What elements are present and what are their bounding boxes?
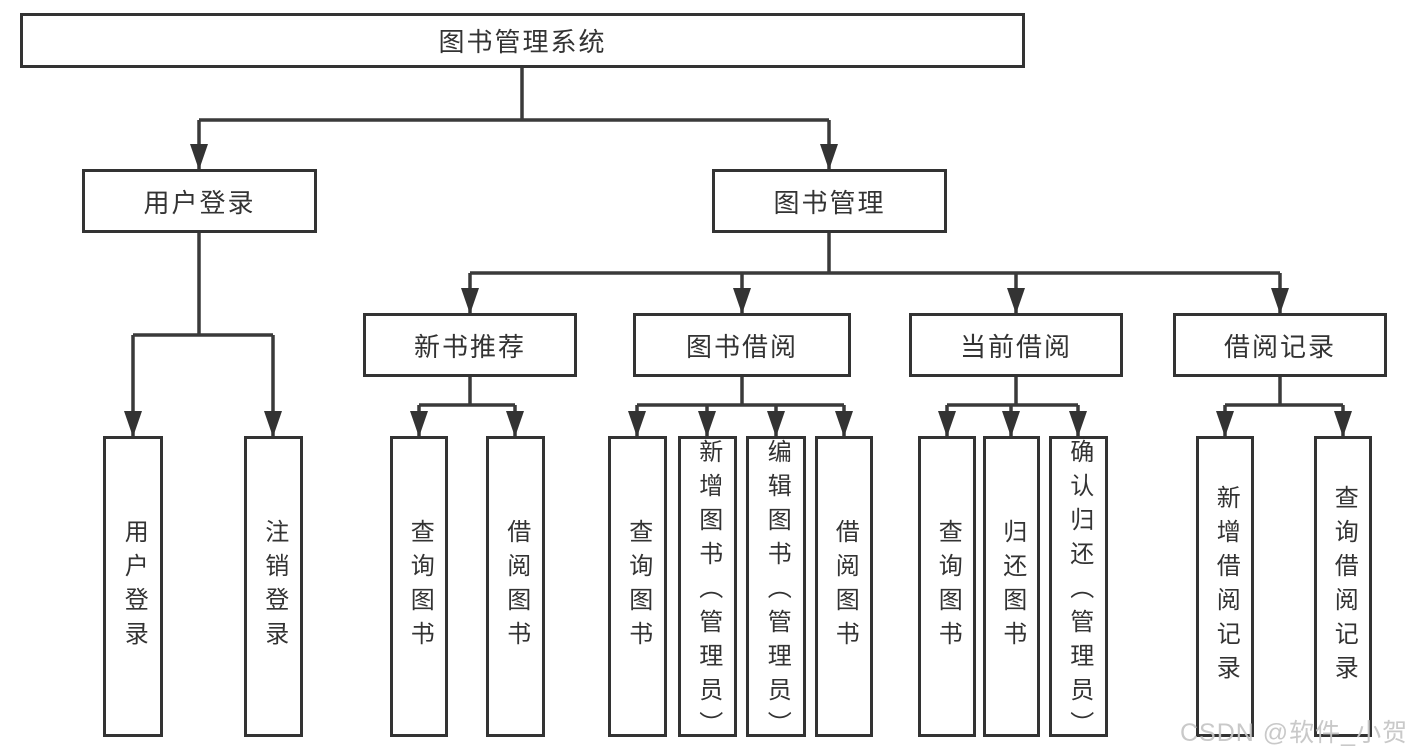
connector-newbook-children [417, 377, 517, 437]
arrow-down-icon [264, 411, 282, 437]
arrow-down-icon [1007, 288, 1025, 314]
node-label: 新书推荐 [413, 331, 526, 362]
connector-lines [131, 68, 1345, 437]
leaf-label: 确认归还（管理员） [1065, 439, 1093, 745]
arrow-down-icon [410, 411, 428, 437]
leaf-label: 归还图书 [998, 518, 1026, 655]
leaf-label: 借阅图书 [831, 518, 859, 655]
node-label: 当前借阅 [959, 331, 1072, 362]
arrow-down-icon [820, 144, 838, 170]
leaf-label: 查询图书 [934, 518, 962, 655]
arrow-down-icon [698, 411, 716, 437]
leaf-query-borrow-record: 查询借阅记录 [1314, 436, 1372, 737]
node-library-management-system: 图书管理系统 [20, 13, 1025, 68]
node-label: 借阅记录 [1223, 331, 1336, 362]
leaf-edit-book-admin: 编辑图书（管理员） [746, 436, 806, 745]
arrow-down-icon [1002, 411, 1020, 437]
leaf-label: 查询借阅记录 [1330, 484, 1358, 689]
node-label: 用户登录 [143, 187, 256, 218]
leaf-add-book-admin: 新增图书（管理员） [678, 436, 737, 745]
leaf-logout: 注销登录 [244, 436, 303, 737]
node-user-login: 用户登录 [82, 169, 317, 233]
node-label: 图书管理系统 [438, 27, 607, 57]
connector-borrowrecord-children [1223, 377, 1345, 437]
arrow-down-icon [733, 288, 751, 314]
connector-userlogin-children [131, 233, 275, 437]
arrow-down-icon [461, 288, 479, 314]
leaf-label: 借阅图书 [502, 518, 530, 655]
arrow-down-icon [628, 411, 646, 437]
arrowheads [124, 144, 1352, 437]
node-label: 图书借阅 [685, 331, 798, 362]
connector-bookmgmt-to-level3 [468, 233, 1282, 314]
leaf-add-borrow-record: 新增借阅记录 [1196, 436, 1254, 737]
leaf-borrow-books-recommend: 借阅图书 [486, 436, 545, 737]
node-book-borrowing: 图书借阅 [633, 313, 851, 377]
arrow-down-icon [190, 144, 208, 170]
arrow-down-icon [938, 411, 956, 437]
arrow-down-icon [124, 411, 142, 437]
arrow-down-icon [1216, 411, 1234, 437]
leaf-confirm-return-admin: 确认归还（管理员） [1049, 436, 1108, 745]
arrow-down-icon [506, 411, 524, 437]
leaf-label: 查询图书 [406, 518, 434, 655]
node-borrowing-records: 借阅记录 [1173, 313, 1387, 377]
node-label: 图书管理 [773, 187, 886, 218]
node-book-management: 图书管理 [712, 169, 947, 233]
leaf-label: 查询图书 [624, 518, 652, 655]
arrow-down-icon [1069, 411, 1087, 437]
leaf-borrow-books-borrowing: 借阅图书 [815, 436, 873, 737]
arrow-down-icon [1271, 288, 1289, 314]
arrow-down-icon [835, 411, 853, 437]
node-new-book-recommendation: 新书推荐 [363, 313, 577, 377]
leaf-query-books-recommend: 查询图书 [390, 436, 448, 737]
leaf-return-book: 归还图书 [983, 436, 1040, 737]
leaf-label: 新增图书（管理员） [694, 439, 722, 745]
leaf-query-books-current: 查询图书 [918, 436, 976, 737]
leaf-label: 编辑图书（管理员） [763, 439, 791, 745]
leaf-label: 新增借阅记录 [1212, 484, 1240, 689]
arrow-down-icon [767, 411, 785, 437]
node-current-borrowing: 当前借阅 [909, 313, 1123, 377]
leaf-query-books-borrowing: 查询图书 [608, 436, 667, 737]
leaf-label: 注销登录 [260, 518, 288, 655]
csdn-watermark: CSDN @软件_小贺同学 [1180, 719, 1405, 747]
connector-root-to-level2 [197, 68, 831, 170]
leaf-label: 用户登录 [120, 518, 148, 655]
leaf-user-login: 用户登录 [103, 436, 163, 737]
connector-bookborrow-children [635, 377, 846, 437]
arrow-down-icon [1334, 411, 1352, 437]
